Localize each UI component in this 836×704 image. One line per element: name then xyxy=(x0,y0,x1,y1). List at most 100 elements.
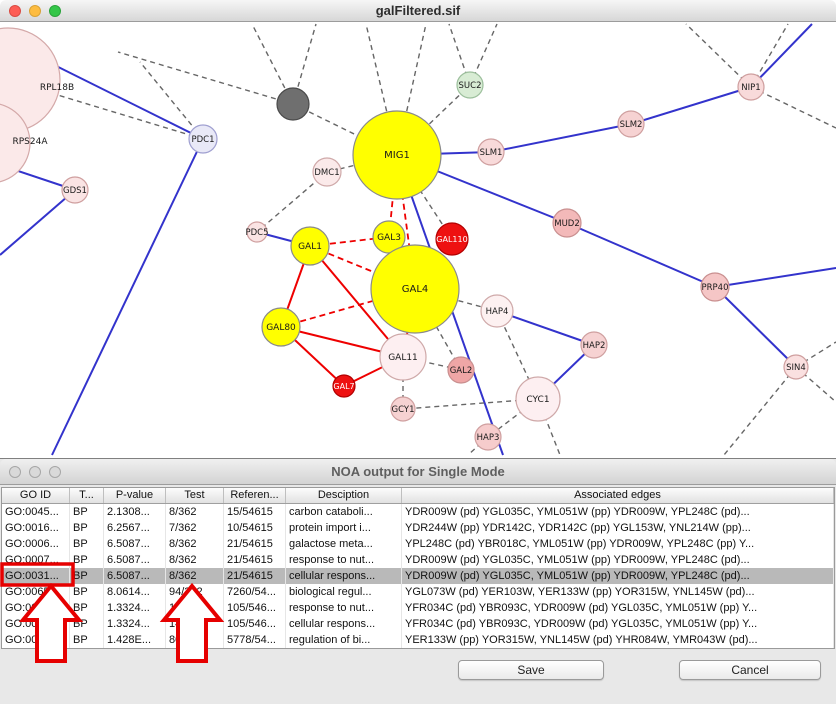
network-window-title: galFiltered.sif xyxy=(375,3,461,18)
network-node-GDS1[interactable] xyxy=(61,176,89,204)
network-edge[interactable] xyxy=(630,86,752,125)
network-node-SLM1[interactable] xyxy=(477,138,505,166)
save-button[interactable]: Save xyxy=(458,660,604,680)
network-node-SLM2[interactable] xyxy=(617,110,645,138)
column-header[interactable]: T... xyxy=(70,488,104,503)
table-cell: 2.1308... xyxy=(104,504,166,520)
table-cell: BP xyxy=(70,600,104,616)
network-node-MUD2[interactable] xyxy=(552,208,582,238)
network-node-NIP1[interactable] xyxy=(737,73,765,101)
network-node-PDC1[interactable] xyxy=(188,124,218,154)
table-cell: response to nut... xyxy=(286,552,402,568)
network-node-DMC1[interactable] xyxy=(312,157,342,187)
column-header[interactable]: Test xyxy=(166,488,224,503)
network-node-GAL110[interactable] xyxy=(435,222,469,256)
network-node-GAL4[interactable] xyxy=(370,244,460,334)
network-node-HAP3[interactable] xyxy=(474,423,502,451)
network-node-GAL7[interactable] xyxy=(332,374,356,398)
noa-window-title: NOA output for Single Mode xyxy=(331,464,505,479)
column-header[interactable]: GO ID xyxy=(2,488,70,503)
network-edge[interactable] xyxy=(117,51,294,105)
node-label-SLM2: SLM2 xyxy=(620,120,643,130)
network-edge[interactable] xyxy=(139,61,204,140)
network-edge[interactable] xyxy=(414,288,462,371)
network-window-titlebar[interactable]: galFiltered.sif xyxy=(0,0,836,22)
network-node-SUC2[interactable] xyxy=(456,71,484,99)
network-edge[interactable] xyxy=(256,171,328,233)
network-edge[interactable] xyxy=(490,123,632,153)
network-edge[interactable] xyxy=(7,79,204,140)
table-cell: protein import i... xyxy=(286,520,402,536)
table-cell: 105/546... xyxy=(224,600,286,616)
network-edge[interactable] xyxy=(795,341,836,368)
network-edge[interactable] xyxy=(723,366,797,456)
network-node-MIG1[interactable] xyxy=(352,110,442,200)
network-node-HAP4[interactable] xyxy=(480,294,514,328)
network-edge[interactable] xyxy=(496,310,595,346)
table-cell: YGL073W (pd) YER103W, YER133W (pp) YOR31… xyxy=(402,584,834,600)
network-edge[interactable] xyxy=(51,138,204,456)
node-label-GDS1: GDS1 xyxy=(63,186,87,196)
network-node-unlabeled[interactable] xyxy=(276,87,310,121)
column-header[interactable]: Desciption xyxy=(286,488,402,503)
network-edge[interactable] xyxy=(714,267,836,288)
node-label-PDC1: PDC1 xyxy=(191,135,214,145)
table-cell: BP xyxy=(70,504,104,520)
zoom-button[interactable] xyxy=(49,466,61,478)
table-cell: biological regul... xyxy=(286,584,402,600)
node-label-GAL3: GAL3 xyxy=(377,233,401,243)
column-header[interactable]: P-value xyxy=(104,488,166,503)
node-label-HAP4: HAP4 xyxy=(486,307,509,317)
network-edge[interactable] xyxy=(309,245,404,358)
node-label-PRP40: PRP40 xyxy=(702,283,729,293)
column-header[interactable]: Associated edges xyxy=(402,488,834,503)
close-button[interactable] xyxy=(9,5,21,17)
network-node-GAL2[interactable] xyxy=(447,356,475,384)
close-button[interactable] xyxy=(9,466,21,478)
network-edge[interactable] xyxy=(685,23,752,88)
noa-window-titlebar[interactable]: NOA output for Single Mode xyxy=(0,459,836,485)
table-cell: 21/54615 xyxy=(224,552,286,568)
network-edge[interactable] xyxy=(0,189,76,256)
minimize-button[interactable] xyxy=(29,5,41,17)
table-cell: 14/362 xyxy=(166,616,224,632)
minimize-button[interactable] xyxy=(29,466,41,478)
network-edge[interactable] xyxy=(750,86,836,129)
table-cell: 1.3324... xyxy=(104,600,166,616)
zoom-button[interactable] xyxy=(49,5,61,17)
network-edge[interactable] xyxy=(496,310,539,400)
network-edge[interactable] xyxy=(566,222,716,288)
network-node-RPS24A[interactable] xyxy=(0,103,31,183)
network-edge[interactable] xyxy=(396,84,471,156)
network-node-PRP40[interactable] xyxy=(700,272,730,302)
cancel-button[interactable]: Cancel xyxy=(679,660,821,680)
table-cell: 6.5087... xyxy=(104,536,166,552)
network-node-GAL1[interactable] xyxy=(290,226,330,266)
network-node-SIN4[interactable] xyxy=(783,354,809,380)
network-node-PDC5[interactable] xyxy=(246,221,268,243)
network-edge[interactable] xyxy=(750,23,813,88)
network-edge[interactable] xyxy=(251,23,294,105)
network-node-HAP2[interactable] xyxy=(580,331,608,359)
node-label-SUC2: SUC2 xyxy=(459,81,482,91)
network-node-CYC1[interactable] xyxy=(515,376,561,422)
network-node-GAL11[interactable] xyxy=(379,333,427,381)
network-node-GCY1[interactable] xyxy=(390,396,416,422)
network-node-GAL80[interactable] xyxy=(261,307,301,347)
network-edge[interactable] xyxy=(714,286,797,368)
node-label-GAL1: GAL1 xyxy=(298,242,322,252)
column-header[interactable]: Referen... xyxy=(224,488,286,503)
table-cell: YPL248C (pd) YBR018C, YML051W (pp) YDR00… xyxy=(402,536,834,552)
network-edge[interactable] xyxy=(280,288,416,328)
network-edge[interactable] xyxy=(292,103,398,156)
